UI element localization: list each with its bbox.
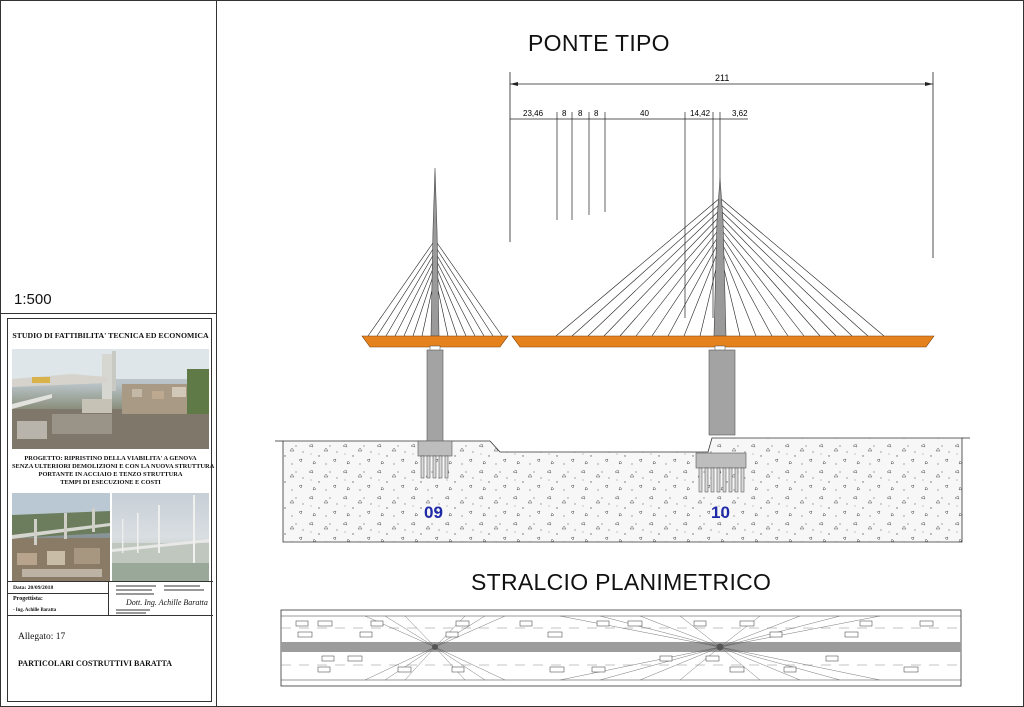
footing-10 [695,452,747,469]
ground-section [282,437,963,543]
contact-divider [108,581,109,615]
date-label: Data: 20/09/2018 [13,585,54,591]
title-block: STUDIO DI FATTIBILITA' TECNICA ED ECONOM… [7,318,215,702]
dim-seg-7: 3,62 [732,109,748,118]
project-line-3: PORTANTE IN ACCIAIO E TENZO STRUTTURA [38,471,183,478]
pier-shaft-10 [708,349,736,436]
pier-shaft-09 [426,349,444,443]
dim-seg-6: 14,42 [690,109,711,118]
piles-09 [420,455,449,479]
dim-seg-4: 8 [594,109,599,118]
scale-label: 1:500 [14,291,52,308]
plan-stays-10 [559,615,881,681]
drawing-subject: PARTICOLARI COSTRUTTIVI BARATTA [18,659,172,668]
dimension-total [509,72,934,258]
dim-seg-1: 23,46 [523,109,544,118]
dim-seg-2: 8 [562,109,567,118]
plan-vehicles [295,620,934,673]
plan-stays-09 [364,615,506,681]
designer-label: Progettista: [13,596,43,602]
plan-median [281,642,961,652]
designer-name: - Ing. Achille Baratta [13,608,57,613]
plan-view [280,609,962,687]
pier-label-09: 09 [424,503,443,522]
collapse-photo-image [12,349,209,449]
title-block-divider [216,0,217,707]
dimension-total-label: 211 [715,73,729,83]
viaduct-photo-image [112,495,209,581]
valley-photo-image [12,493,110,581]
pier-label-10: 10 [711,503,730,522]
project-line-4: TEMPI DI ESECUZIONE E COSTI [60,479,161,486]
info-divider [8,581,213,582]
plan-title: STRALCIO PLANIMETRICO [471,569,772,595]
deck-span-main [511,335,935,348]
study-title: STUDIO DI FATTIBILITA' TECNICA ED ECONOM… [12,331,209,340]
annex-divider [8,615,213,616]
pylon-09 [430,167,440,337]
elevation-title: PONTE TIPO [528,30,670,56]
dimension-segments [510,112,748,318]
footing-09 [417,440,453,457]
collapse-photo [12,349,209,449]
deck-span-left [361,335,509,348]
stay-cables-09 [367,239,503,337]
signature: Dott. Ing. Achille Baratta [126,598,208,607]
scale-divider [0,313,216,314]
plan-pylon-09 [432,644,438,650]
dim-seg-5: 40 [640,109,649,118]
piles-10 [698,467,745,493]
project-description: PROGETTO: RIPRISTINO DELLA VIABILITA' A … [12,455,215,487]
contact-block-right [164,584,204,591]
stay-cables-10 [555,197,885,337]
project-line-2: SENZA ULTERIORI DEMOLIZIONI E CON LA NUO… [12,463,215,470]
viaduct-photo [112,493,209,581]
contact-block-left [116,584,156,595]
plan-pylon-10 [716,643,724,651]
project-line-1: PROGETTO: RIPRISTINO DELLA VIABILITA' A … [24,455,197,462]
dim-seg-3: 8 [578,109,583,118]
date-divider [8,593,108,594]
valley-photo [12,493,110,581]
annex-number: Allegato: 17 [18,632,66,642]
address-block [116,608,150,614]
